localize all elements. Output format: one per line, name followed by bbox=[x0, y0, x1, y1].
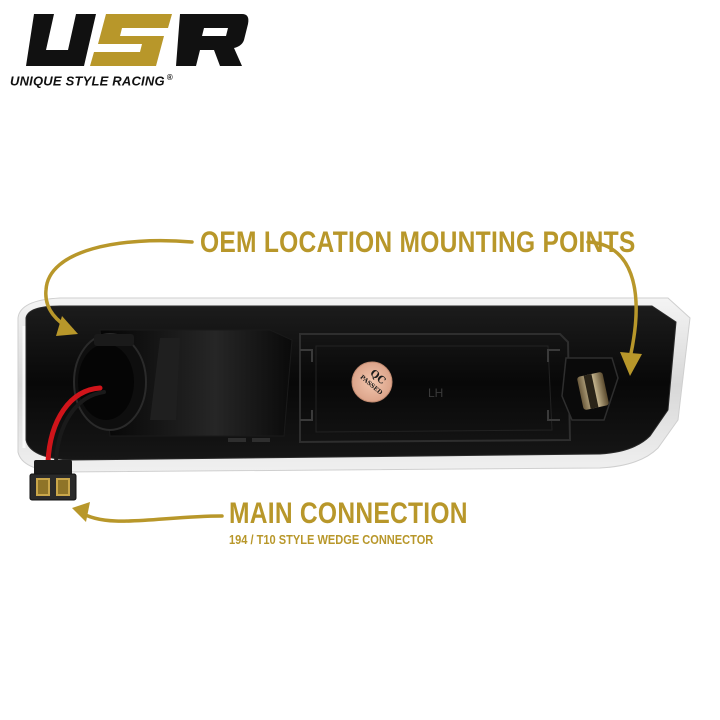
callout-subtitle-connector: 194 / T10 STYLE WEDGE CONNECTOR bbox=[229, 532, 434, 547]
red-wire bbox=[45, 385, 103, 465]
bulb-socket bbox=[73, 329, 293, 437]
qc-passed-sticker bbox=[351, 361, 393, 403]
side-marking-lh: LH bbox=[428, 386, 444, 400]
callout-title-mounting-points: OEM LOCATION MOUNTING POINTS bbox=[200, 226, 636, 259]
mounting-clip bbox=[561, 357, 619, 421]
registered-mark: ® bbox=[166, 73, 173, 82]
wedge-connector bbox=[29, 460, 77, 501]
brand-logo: UNIQUE STYLE RACING® bbox=[8, 10, 268, 90]
tagline-text: UNIQUE STYLE RACING bbox=[10, 73, 165, 89]
callout-arrow-left bbox=[44, 238, 194, 336]
callout-arrow-bottom bbox=[72, 502, 224, 523]
usr-logo-mark bbox=[26, 14, 249, 66]
brand-tagline: UNIQUE STYLE RACING® bbox=[10, 73, 173, 88]
callout-arrow-right bbox=[586, 240, 642, 376]
callout-title-main-connection: MAIN CONNECTION bbox=[229, 497, 468, 530]
